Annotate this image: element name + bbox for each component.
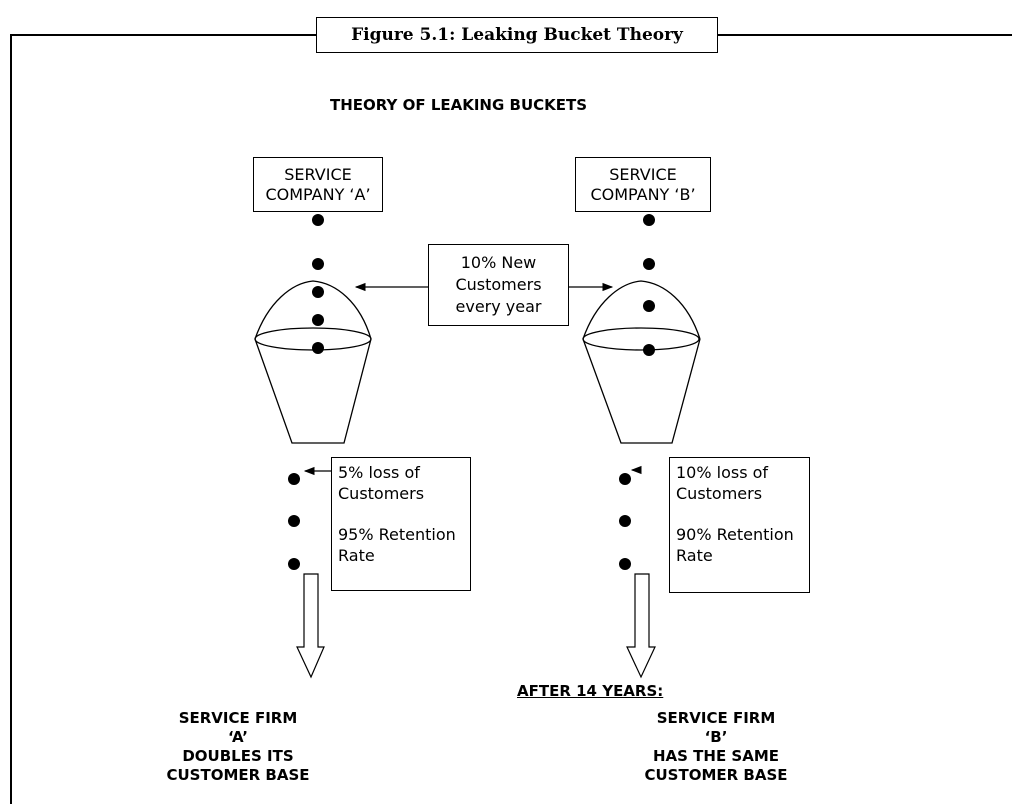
loss-a-line1: 5% loss of: [338, 463, 420, 482]
loss-box-b: 10% loss of Customers 90% Retention Rate: [669, 457, 810, 593]
customer-dot: [643, 344, 655, 356]
customer-dot: [312, 258, 324, 270]
loss-b-line1: 10% loss of: [676, 463, 769, 482]
result-b-line2: ‘B’: [704, 728, 728, 746]
new-customers-line2: Customers: [455, 275, 542, 294]
loss-a-line2: Customers: [338, 484, 425, 503]
frame-top-right: [718, 34, 1012, 36]
figure-caption: Figure 5.1: Leaking Bucket Theory: [316, 17, 718, 53]
leaking-dot: [288, 515, 300, 527]
customer-dot: [643, 300, 655, 312]
diagram-title: THEORY OF LEAKING BUCKETS: [330, 96, 588, 114]
service-company-b-box: SERVICE COMPANY ‘B’: [575, 157, 711, 212]
customer-dot: [312, 286, 324, 298]
result-a-line4: CUSTOMER BASE: [166, 766, 310, 784]
result-b: SERVICE FIRM ‘B’ HAS THE SAME CUSTOMER B…: [626, 709, 806, 785]
customer-dot: [643, 258, 655, 270]
bucket-a: [254, 280, 372, 444]
new-customers-line3: every year: [455, 297, 542, 316]
frame-left: [10, 34, 12, 804]
result-b-line3: HAS THE SAME: [652, 747, 780, 765]
customer-dot: [643, 214, 655, 226]
company-a-label-line2: COMPANY ‘A’: [265, 184, 371, 204]
retention-b-line1: 90% Retention: [676, 525, 794, 544]
customer-dot: [312, 314, 324, 326]
leaking-dot: [288, 473, 300, 485]
frame-top-left: [10, 34, 316, 36]
retention-b-line2: Rate: [676, 546, 713, 565]
result-b-line4: CUSTOMER BASE: [644, 766, 788, 784]
retention-a-line2: Rate: [338, 546, 375, 565]
leaking-dot: [619, 473, 631, 485]
company-b-label-line2: COMPANY ‘B’: [590, 184, 696, 204]
new-customers-box: 10% New Customers every year: [428, 244, 569, 326]
bucket-b: [582, 280, 701, 444]
figure-caption-text: Figure 5.1: Leaking Bucket Theory: [351, 25, 683, 45]
down-arrow-a: [296, 573, 325, 679]
service-company-a-box: SERVICE COMPANY ‘A’: [253, 157, 383, 212]
leaking-dot: [619, 558, 631, 570]
result-a-line1: SERVICE FIRM: [178, 709, 298, 727]
retention-a-line1: 95% Retention: [338, 525, 456, 544]
customer-dot: [312, 342, 324, 354]
company-b-label-line1: SERVICE: [609, 164, 677, 184]
new-customers-line1: 10% New: [460, 253, 537, 272]
loss-box-a: 5% loss of Customers 95% Retention Rate: [331, 457, 471, 591]
down-arrow-b: [626, 573, 656, 679]
loss-b-line2: Customers: [676, 484, 763, 503]
after-years-label: AFTER 14 YEARS:: [517, 682, 664, 700]
customer-dot: [312, 214, 324, 226]
result-a: SERVICE FIRM ‘A’ DOUBLES ITS CUSTOMER BA…: [148, 709, 328, 785]
result-b-line1: SERVICE FIRM: [656, 709, 776, 727]
leaking-dot: [619, 515, 631, 527]
result-a-line2: ‘A’: [228, 728, 248, 746]
company-a-label-line1: SERVICE: [284, 164, 352, 184]
leaking-dot: [288, 558, 300, 570]
result-a-line3: DOUBLES ITS: [182, 747, 294, 765]
